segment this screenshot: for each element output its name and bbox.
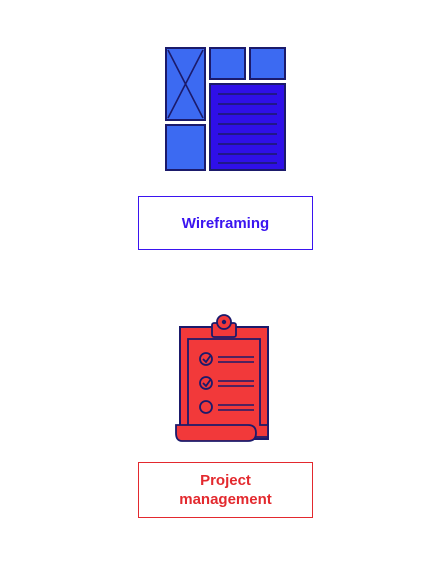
clipboard-checklist-icon	[175, 314, 269, 442]
wireframe-layout-icon	[165, 47, 286, 171]
project-management-label-box: Project management	[138, 462, 313, 518]
project-management-title-line-2: management	[179, 491, 272, 508]
project-management-title: Project management	[179, 471, 272, 509]
wireframing-label-box: Wireframing	[138, 196, 313, 250]
wireframing-title: Wireframing	[181, 214, 270, 232]
project-management-title-line-1: Project	[200, 472, 251, 489]
